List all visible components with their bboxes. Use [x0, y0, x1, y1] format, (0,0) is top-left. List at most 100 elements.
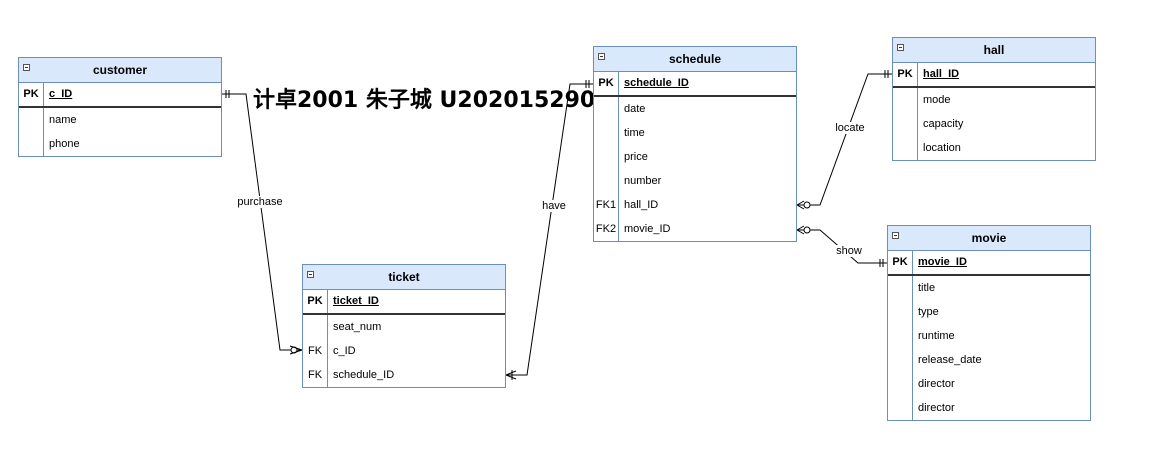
relationship-label-have: have: [540, 200, 568, 212]
entity-pk-row[interactable]: PK movie_ID: [888, 251, 1090, 276]
key-label: FK2: [594, 217, 619, 241]
entity-field-row[interactable]: type: [888, 300, 1090, 324]
entity-field-row[interactable]: seat_num: [303, 315, 505, 339]
key-label: [594, 145, 619, 169]
entity-field-row[interactable]: FK c_ID: [303, 339, 505, 363]
field-name: director: [918, 378, 955, 390]
relationship-label-purchase: purchase: [235, 196, 285, 208]
field-name: mode: [923, 94, 951, 106]
entity-title: customer: [92, 63, 148, 77]
entity-field-row[interactable]: price: [594, 145, 796, 169]
field-name: type: [918, 306, 939, 318]
key-label: [888, 348, 913, 372]
field-name: date: [624, 103, 646, 115]
entity-field-row[interactable]: FK schedule_ID: [303, 363, 505, 387]
key-label: [594, 121, 619, 145]
field-name: release_date: [918, 354, 982, 366]
entity-hall[interactable]: hall PK hall_ID mode capacity location: [892, 37, 1096, 161]
field-name: schedule_ID: [624, 77, 689, 89]
entity-field-row[interactable]: date: [594, 97, 796, 121]
field-name: price: [624, 151, 648, 163]
key-label: [888, 300, 913, 324]
key-label: FK: [303, 363, 328, 387]
entity-title: schedule: [668, 52, 722, 66]
key-label: [888, 324, 913, 348]
field-name: time: [624, 127, 645, 139]
entity-customer[interactable]: customer PK c_ID name phone: [18, 57, 222, 157]
relationship-label-locate: locate: [833, 122, 867, 134]
field-name: location: [923, 142, 961, 154]
entity-title: hall: [983, 43, 1005, 57]
field-name: c_ID: [49, 88, 73, 100]
field-name: title: [918, 282, 936, 294]
entity-field-row[interactable]: mode: [893, 88, 1095, 112]
key-label: [893, 88, 918, 112]
entity-title: movie: [971, 231, 1007, 245]
field-name: phone: [49, 138, 80, 150]
field-name: director: [918, 402, 955, 414]
entity-header[interactable]: schedule: [594, 47, 796, 72]
entity-field-row[interactable]: time: [594, 121, 796, 145]
entity-field-row[interactable]: release_date: [888, 348, 1090, 372]
field-name: hall_ID: [923, 68, 960, 80]
field-name: ticket_ID: [333, 295, 379, 307]
entity-field-row[interactable]: FK1 hall_ID: [594, 193, 796, 217]
collapse-icon[interactable]: [897, 44, 904, 51]
key-label: [594, 97, 619, 121]
field-name: name: [49, 114, 77, 126]
entity-field-row[interactable]: runtime: [888, 324, 1090, 348]
locate-line: [797, 73, 892, 206]
entity-field-row[interactable]: capacity: [893, 112, 1095, 136]
entity-field-row[interactable]: name: [19, 108, 221, 132]
key-label: PK: [888, 251, 913, 274]
collapse-icon[interactable]: [892, 232, 899, 239]
entity-pk-row[interactable]: PK hall_ID: [893, 63, 1095, 88]
entity-field-row[interactable]: title: [888, 276, 1090, 300]
field-name: movie_ID: [918, 256, 967, 268]
collapse-icon[interactable]: [307, 271, 314, 278]
entity-title: ticket: [388, 270, 420, 284]
entity-header[interactable]: movie: [888, 226, 1090, 251]
entity-header[interactable]: hall: [893, 38, 1095, 63]
key-label: FK: [303, 339, 328, 363]
field-name: capacity: [923, 118, 964, 130]
entity-ticket[interactable]: ticket PK ticket_ID seat_num FK c_ID FK …: [302, 264, 506, 388]
field-name: movie_ID: [624, 223, 671, 235]
have-line: [506, 83, 594, 376]
key-label: [888, 372, 913, 396]
key-label: PK: [893, 63, 918, 86]
key-label: FK1: [594, 193, 619, 217]
field-name: seat_num: [333, 321, 382, 333]
entity-field-row[interactable]: FK2 movie_ID: [594, 217, 796, 241]
entity-field-row[interactable]: director: [888, 396, 1090, 420]
entity-pk-row[interactable]: PK ticket_ID: [303, 290, 505, 315]
entity-field-row[interactable]: location: [893, 136, 1095, 160]
key-label: [893, 136, 918, 160]
entity-movie[interactable]: movie PK movie_ID title type runtime rel…: [887, 225, 1091, 421]
collapse-icon[interactable]: [23, 64, 30, 71]
entity-pk-row[interactable]: PK schedule_ID: [594, 72, 796, 97]
entity-header[interactable]: customer: [19, 58, 221, 83]
key-label: [888, 396, 913, 420]
field-name: schedule_ID: [333, 369, 395, 381]
collapse-icon[interactable]: [598, 53, 605, 60]
author-watermark: 计卓2001 朱子城 U202015290: [253, 88, 596, 113]
key-label: [888, 276, 913, 300]
key-label: PK: [594, 72, 619, 95]
entity-field-row[interactable]: director: [888, 372, 1090, 396]
entity-pk-row[interactable]: PK c_ID: [19, 83, 221, 108]
key-label: [303, 315, 328, 339]
key-label: [594, 169, 619, 193]
relationship-label-show: show: [834, 245, 864, 257]
entity-field-row[interactable]: number: [594, 169, 796, 193]
field-name: number: [624, 175, 662, 187]
entity-field-row[interactable]: phone: [19, 132, 221, 156]
key-label: [19, 132, 44, 156]
field-name: runtime: [918, 330, 955, 342]
entity-header[interactable]: ticket: [303, 265, 505, 290]
purchase-line: [222, 93, 302, 351]
entity-schedule[interactable]: schedule PK schedule_ID date time price …: [593, 46, 797, 242]
key-label: [19, 108, 44, 132]
key-label: PK: [303, 290, 328, 313]
